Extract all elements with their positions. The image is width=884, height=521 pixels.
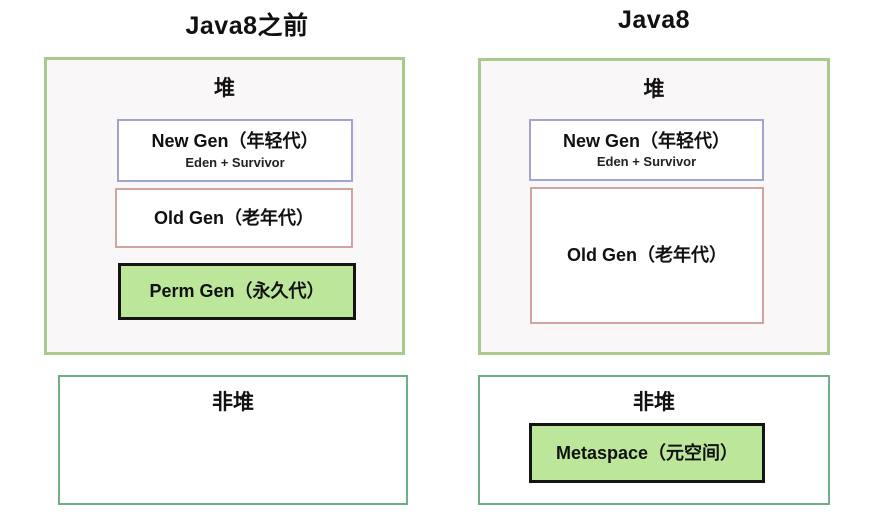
old-gen-box: Old Gen（老年代） bbox=[115, 188, 353, 248]
heap-label: 堆 bbox=[214, 77, 235, 100]
metaspace-box: Metaspace（元空间） bbox=[529, 423, 765, 483]
old-gen-label: Old Gen（老年代） bbox=[566, 245, 727, 266]
heap-box-before-java8: 堆 New Gen（年轻代） Eden + Survivor Old Gen（老… bbox=[44, 57, 405, 355]
new-gen-sublabel: Eden + Survivor bbox=[185, 154, 285, 170]
perm-gen-box: Perm Gen（永久代） bbox=[118, 263, 356, 320]
panel-title-java8: Java8 bbox=[617, 6, 691, 34]
old-gen-label: Old Gen（老年代） bbox=[153, 207, 314, 228]
panel-title-before-java8: Java8之前 bbox=[185, 12, 309, 40]
heap-label: 堆 bbox=[643, 78, 665, 101]
perm-gen-label: Perm Gen（永久代） bbox=[149, 281, 325, 302]
metaspace-label: Metaspace（元空间） bbox=[555, 442, 739, 463]
new-gen-box: New Gen（年轻代） Eden + Survivor bbox=[117, 119, 353, 182]
new-gen-sublabel: Eden + Survivor bbox=[596, 154, 697, 170]
heap-box-java8: 堆 New Gen（年轻代） Eden + Survivor Old Gen（老… bbox=[478, 58, 830, 355]
nonheap-box-before-java8: 非堆 bbox=[58, 375, 408, 505]
nonheap-label: 非堆 bbox=[212, 391, 254, 414]
new-gen-label: New Gen（年轻代） bbox=[151, 131, 319, 152]
old-gen-box: Old Gen（老年代） bbox=[530, 187, 764, 324]
new-gen-label: New Gen（年轻代） bbox=[562, 130, 731, 151]
nonheap-box-java8: 非堆 Metaspace（元空间） bbox=[478, 375, 830, 505]
nonheap-label: 非堆 bbox=[633, 391, 675, 414]
new-gen-box: New Gen（年轻代） Eden + Survivor bbox=[529, 119, 764, 181]
